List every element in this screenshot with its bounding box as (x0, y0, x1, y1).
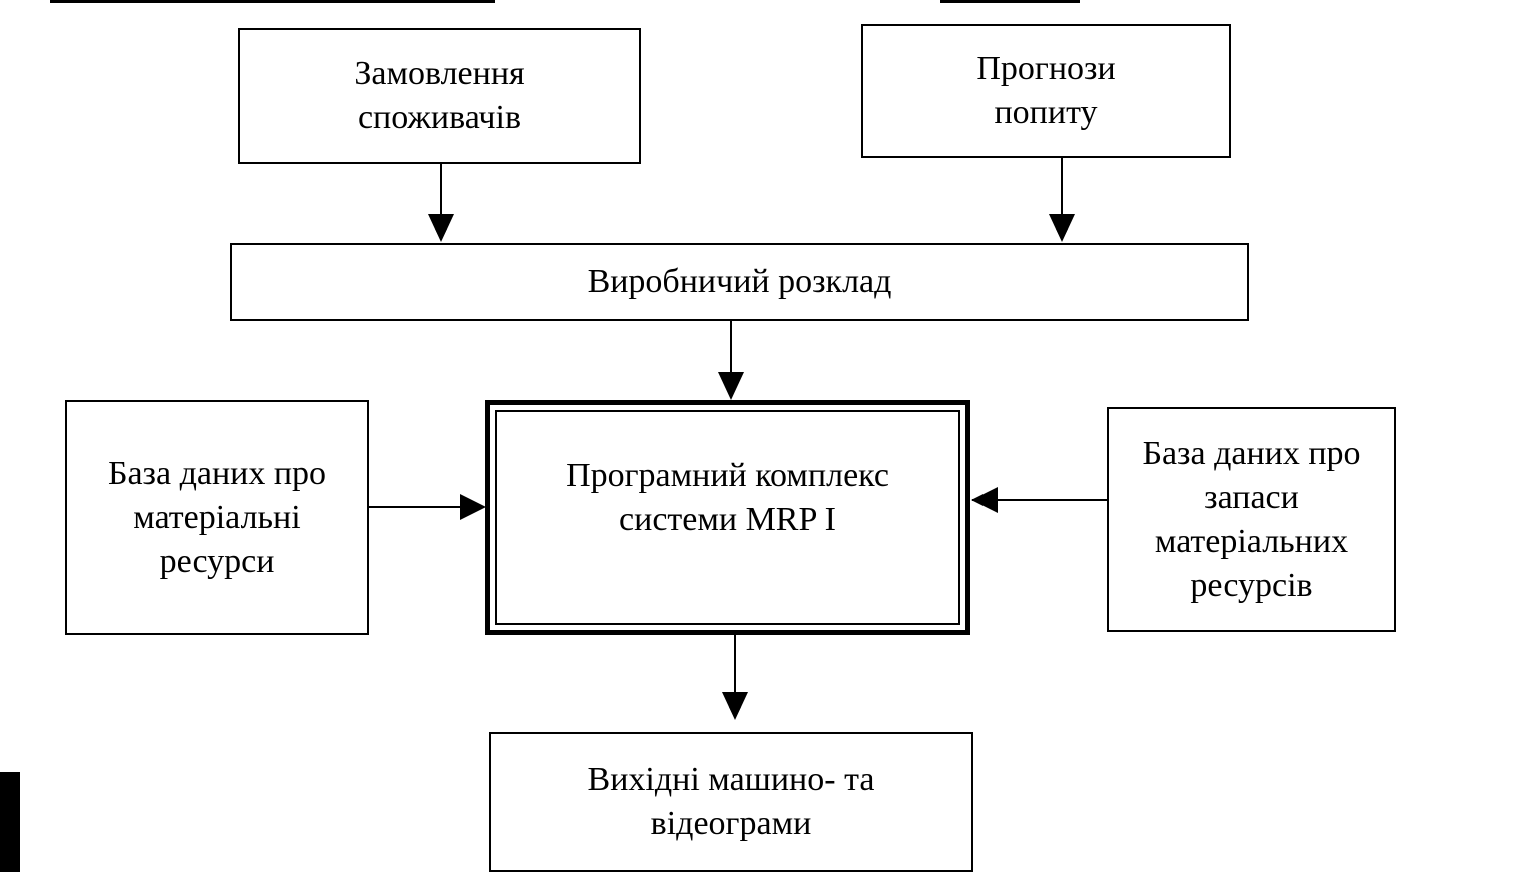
scan-top-line-right (940, 0, 1080, 3)
scan-top-line-left (50, 0, 495, 3)
node-demand-forecasts: Прогнози попиту (861, 24, 1231, 158)
node-inventory-db: База даних про запаси матеріальних ресур… (1107, 407, 1396, 632)
node-production-schedule: Виробничий розклад (230, 243, 1249, 321)
node-demand-forecasts-label: Прогнози попиту (976, 50, 1116, 131)
node-customer-orders-label: Замовлення споживачів (354, 55, 525, 136)
node-mrp-software-inner-frame: Програмний комплекс системи MRP I (495, 410, 960, 625)
node-material-resources-db-label: База даних про матеріальні ресурси (107, 454, 327, 580)
node-customer-orders: Замовлення споживачів (238, 28, 641, 164)
node-mrp-software-label: Програмний комплекс системи MRP I (566, 456, 889, 538)
node-outputs: Вихідні машино- та відеограми (489, 732, 973, 872)
node-inventory-db-label: База даних про запаси матеріальних ресур… (1142, 434, 1361, 604)
node-outputs-label: Вихідні машино- та відеограми (587, 761, 875, 842)
node-production-schedule-label: Виробничий розклад (587, 263, 892, 300)
node-mrp-software: Програмний комплекс системи MRP I (485, 400, 970, 635)
node-material-resources-db: База даних про матеріальні ресурси (65, 400, 369, 635)
scan-edge-bar (0, 772, 20, 872)
